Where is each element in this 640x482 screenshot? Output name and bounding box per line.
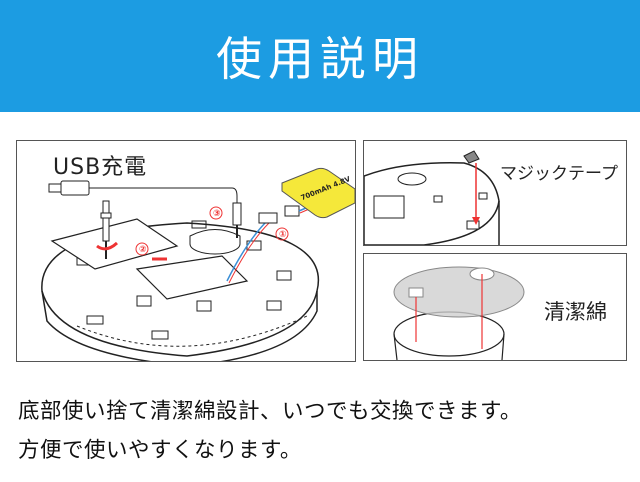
step-1-marker: ① (279, 230, 287, 240)
cleaning-pad-illustration (393, 266, 525, 360)
description-line-2: 方便で使いやすくなります。 (18, 438, 302, 463)
cleaning-pad-panel: 清潔綿 (363, 253, 627, 361)
step-3-marker: ③ (213, 209, 221, 219)
velcro-illustration (364, 150, 500, 245)
usb-charging-label: USB充電 (53, 155, 148, 180)
page-title: 使用説明 (216, 32, 424, 86)
header-banner: 使用説明 (0, 0, 640, 112)
velcro-label: マジックテープ (500, 164, 618, 184)
usb-charging-panel: ② ③ ① 700mAh 4.8V USB充電 (16, 140, 356, 362)
step-2-marker: ② (139, 245, 147, 255)
battery-pack: 700mAh 4.8V (281, 167, 355, 219)
cleaning-pad-label: 清潔綿 (544, 300, 607, 324)
velcro-panel: マジックテープ (363, 140, 627, 246)
description-line-1: 底部使い捨て清潔綿設計、いつでも交換できます。 (18, 399, 522, 424)
robot-bottom-illustration: ② ③ ① 700mAh 4.8V (41, 167, 355, 361)
